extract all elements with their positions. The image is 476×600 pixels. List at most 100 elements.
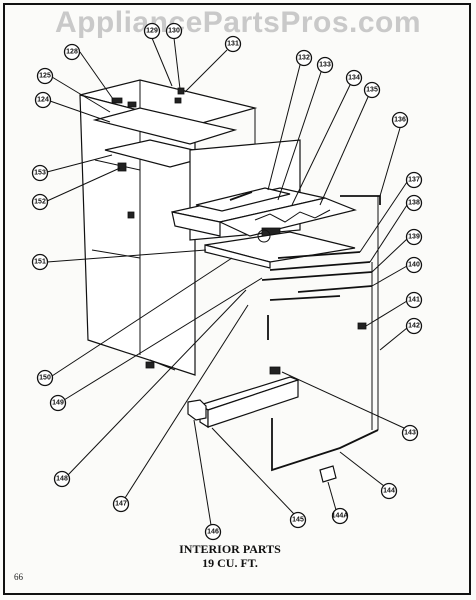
callout-circle [401, 424, 419, 442]
callout-circle [405, 228, 423, 246]
watermark: AppliancePartsPros.com [54, 6, 422, 39]
callout-circle [316, 56, 334, 74]
callout-150: 150 [36, 369, 54, 387]
callout-number: 131 [227, 41, 239, 48]
callout-152: 152 [31, 193, 49, 211]
callout-number: 150 [39, 375, 51, 382]
callout-circle [289, 511, 307, 529]
callout-circle [391, 111, 409, 129]
callout-124: 124 [34, 91, 52, 109]
callout-135: 135 [363, 81, 381, 99]
page-number: 66 [14, 572, 23, 582]
callout-128: 128 [63, 43, 81, 61]
callout-144a: 144A [331, 507, 349, 525]
callout-number: 149 [52, 400, 64, 407]
callout-147: 147 [112, 495, 130, 513]
callout-circle [204, 523, 222, 541]
callout-number: 145 [292, 517, 304, 524]
callout-number: 130 [168, 28, 180, 35]
callout-number: 148 [56, 476, 68, 483]
callout-circle [224, 35, 242, 53]
callout-146: 146 [204, 523, 222, 541]
callout-circle [405, 256, 423, 274]
callout-circle [331, 507, 349, 525]
callout-number: 132 [298, 55, 310, 62]
callout-circle [112, 495, 130, 513]
callout-circle [36, 369, 54, 387]
callout-circle [363, 81, 381, 99]
callout-circle [405, 291, 423, 309]
callout-circle [143, 22, 161, 40]
callout-circle [405, 171, 423, 189]
callout-number: 139 [408, 234, 420, 241]
callout-circle [405, 317, 423, 335]
callout-number: 138 [408, 200, 420, 207]
callout-number: 141 [408, 297, 420, 304]
callout-139: 139 [405, 228, 423, 246]
callout-circle [295, 49, 313, 67]
callout-143: 143 [401, 424, 419, 442]
diagram-caption-subtitle: 19 CU. FT. [202, 556, 258, 570]
door-trim-parts [261, 195, 381, 430]
callout-138: 138 [405, 194, 423, 212]
lower-shelf [204, 229, 356, 269]
cabinet-liner [79, 79, 258, 376]
callout-number: 136 [394, 117, 406, 124]
callout-circle [34, 91, 52, 109]
callout-145: 145 [289, 511, 307, 529]
callout-140: 140 [405, 256, 423, 274]
callout-137: 137 [405, 171, 423, 189]
callout-circle [380, 482, 398, 500]
callout-circle [165, 22, 183, 40]
callout-number: 140 [408, 262, 420, 269]
callout-131: 131 [224, 35, 242, 53]
callout-125: 125 [36, 67, 54, 85]
callout-circle [345, 69, 363, 87]
callout-number: 137 [408, 177, 420, 184]
callout-149: 149 [49, 394, 67, 412]
callout-number: 128 [66, 49, 78, 56]
leader-lines [46, 37, 408, 526]
bottom-trim-parts [187, 376, 379, 483]
callout-132: 132 [295, 49, 313, 67]
callout-number: 125 [39, 73, 51, 80]
callout-144: 144 [380, 482, 398, 500]
callout-134: 134 [345, 69, 363, 87]
callout-circle [31, 193, 49, 211]
callout-129: 129 [143, 22, 161, 40]
callout-circle [63, 43, 81, 61]
callout-number: 133 [319, 62, 331, 69]
freezer-shelf-assembly [171, 139, 357, 241]
callout-number: 124 [37, 97, 49, 104]
callout-136: 136 [391, 111, 409, 129]
callout-number: 142 [408, 323, 420, 330]
callout-133: 133 [316, 56, 334, 74]
callout-130: 130 [165, 22, 183, 40]
callout-circle [31, 253, 49, 271]
callout-number: 151 [34, 259, 46, 266]
callout-number: 144A [332, 513, 349, 520]
callout-circle [36, 67, 54, 85]
callout-number: 153 [34, 170, 46, 177]
callout-labels: 128 129 130 131 125 124 132 133 134 135 136 137 138 1… [31, 22, 423, 541]
callout-circle [405, 194, 423, 212]
diagram-caption-title: INTERIOR PARTS [179, 542, 281, 556]
callout-number: 129 [146, 28, 158, 35]
callout-circle [31, 164, 49, 182]
callout-number: 135 [366, 87, 378, 94]
callout-153: 153 [31, 164, 49, 182]
callout-circle [49, 394, 67, 412]
callout-number: 152 [34, 199, 46, 206]
callout-number: 146 [207, 529, 219, 536]
callout-148: 148 [53, 470, 71, 488]
callout-number: 147 [115, 501, 127, 508]
callout-142: 142 [405, 317, 423, 335]
callout-circle [53, 470, 71, 488]
callout-number: 143 [404, 430, 416, 437]
callout-151: 151 [31, 253, 49, 271]
callout-141: 141 [405, 291, 423, 309]
callout-number: 134 [348, 75, 360, 82]
page-border [3, 3, 471, 595]
